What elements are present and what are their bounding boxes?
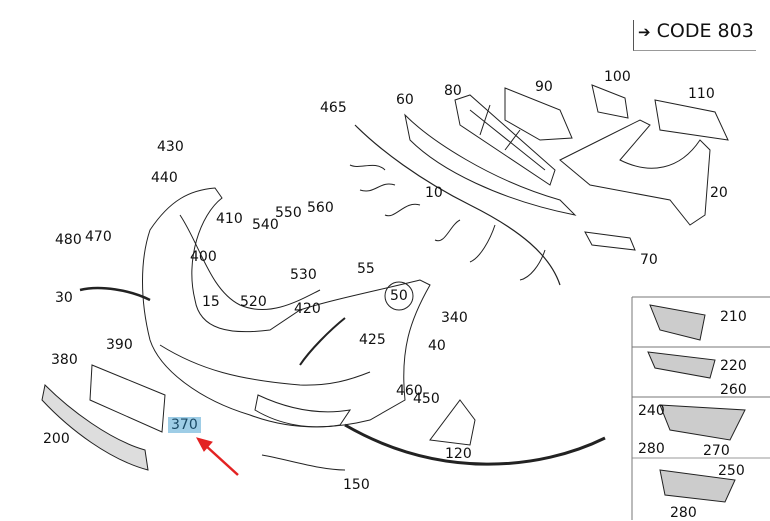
part-label-540: 540 xyxy=(252,217,279,233)
part-label-430: 430 xyxy=(157,139,184,155)
part-label-50: 50 xyxy=(390,288,408,304)
side-label-220: 220 xyxy=(720,358,747,374)
part-label-400: 400 xyxy=(190,249,217,265)
part-label-340: 340 xyxy=(441,310,468,326)
part-label-520: 520 xyxy=(240,294,267,310)
part-label-55: 55 xyxy=(357,261,375,277)
side-label-270: 270 xyxy=(703,443,730,459)
side-label-210: 210 xyxy=(720,309,747,325)
part-label-460: 460 xyxy=(396,383,423,399)
part-label-150: 150 xyxy=(343,477,370,493)
part-120 xyxy=(429,399,476,446)
code-text: CODE 803 xyxy=(656,20,754,42)
part-label-90: 90 xyxy=(535,79,553,95)
part-label-390: 390 xyxy=(106,337,133,353)
crossmember xyxy=(454,94,556,186)
callout-circle-50 xyxy=(384,281,414,311)
license-plate-holder xyxy=(89,364,166,433)
pointer-arrow-120 xyxy=(344,423,606,466)
part-label-420: 420 xyxy=(294,301,321,317)
part-label-440: 440 xyxy=(151,170,178,186)
part-label-10: 10 xyxy=(425,185,443,201)
part-label-470: 470 xyxy=(85,229,112,245)
part-label-425: 425 xyxy=(359,332,386,348)
part-label-480: 480 xyxy=(55,232,82,248)
side-label-280b: 280 xyxy=(670,505,697,521)
side-label-260: 260 xyxy=(720,382,747,398)
lower-grille xyxy=(41,383,149,471)
grille-210 xyxy=(649,304,706,341)
part-label-30: 30 xyxy=(55,290,73,306)
pointer-arrow-425 xyxy=(299,317,346,366)
part-label-370: 370 xyxy=(168,417,201,433)
part-70 xyxy=(584,231,636,251)
impact-absorber xyxy=(404,113,577,216)
part-100 xyxy=(591,84,629,119)
bumper-upper-edge xyxy=(179,214,321,310)
part-label-15: 15 xyxy=(202,294,220,310)
trim-strip xyxy=(261,454,346,471)
part-90 xyxy=(504,87,573,141)
side-label-240: 240 xyxy=(638,403,665,419)
part-label-450: 450 xyxy=(413,391,440,407)
pointer-arrow-30 xyxy=(79,286,151,302)
wiring-harness xyxy=(354,124,561,286)
part-label-200: 200 xyxy=(43,431,70,447)
bumper-fog-opening xyxy=(254,394,352,428)
bumper-cover xyxy=(142,187,431,428)
part-label-465: 465 xyxy=(320,100,347,116)
part-label-120: 120 xyxy=(445,446,472,462)
part-label-410: 410 xyxy=(216,211,243,227)
part-label-110: 110 xyxy=(688,86,715,102)
part-label-40: 40 xyxy=(428,338,446,354)
side-label-280a: 280 xyxy=(638,441,665,457)
part-label-380: 380 xyxy=(51,352,78,368)
highlight-arrow xyxy=(196,437,239,476)
code-label: ➔ CODE 803 xyxy=(633,20,756,51)
arrow-icon: ➔ xyxy=(638,23,651,41)
part-label-20: 20 xyxy=(710,185,728,201)
grille-220 xyxy=(647,351,716,379)
part-label-560: 560 xyxy=(307,200,334,216)
part-label-550: 550 xyxy=(275,205,302,221)
side-label-250: 250 xyxy=(718,463,745,479)
part-label-100: 100 xyxy=(604,69,631,85)
grille-240 xyxy=(659,404,746,441)
part-110 xyxy=(654,99,729,141)
part-label-530: 530 xyxy=(290,267,317,283)
grille-250 xyxy=(659,469,736,503)
part-label-70: 70 xyxy=(640,252,658,268)
part-label-60: 60 xyxy=(396,92,414,108)
bumper-lower-lip xyxy=(159,344,371,386)
part-label-80: 80 xyxy=(444,83,462,99)
bracket-assembly xyxy=(559,119,711,226)
